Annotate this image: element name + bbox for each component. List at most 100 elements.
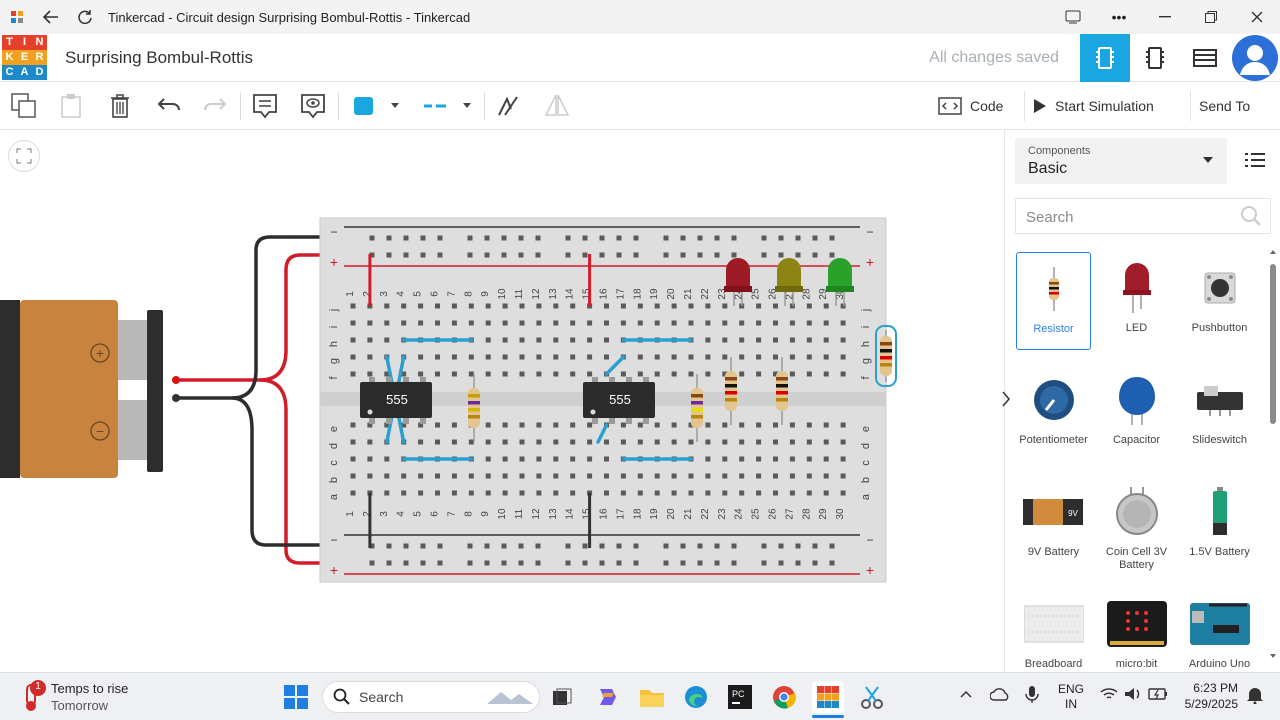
rail-hole xyxy=(420,560,426,566)
minimize-button[interactable] xyxy=(1142,0,1188,34)
back-arrow-icon[interactable] xyxy=(34,0,68,34)
undo-icon[interactable] xyxy=(153,90,185,122)
copy-icon[interactable] xyxy=(8,90,40,122)
component-list-view-button[interactable] xyxy=(1180,34,1230,82)
breadboard-hole xyxy=(620,490,626,496)
column-number: 17 xyxy=(615,288,626,300)
start-simulation-button[interactable]: Start Simulation xyxy=(1024,91,1162,121)
wifi-icon[interactable] xyxy=(1100,687,1118,704)
rail-hole xyxy=(812,235,818,241)
component-microbit[interactable]: micro:bit xyxy=(1099,588,1174,672)
weather-widget[interactable]: 1 xyxy=(18,679,48,718)
project-name[interactable]: Surprising Bombul-Rottis xyxy=(65,47,254,67)
component-pushbutton[interactable]: Pushbutton xyxy=(1182,252,1257,350)
onedrive-icon[interactable] xyxy=(989,687,1010,704)
restore-button[interactable] xyxy=(1188,0,1234,34)
cast-icon[interactable] xyxy=(1050,0,1096,34)
more-options-icon[interactable]: ••• xyxy=(1111,9,1127,25)
component-coin-cell[interactable]: Coin Cell 3V Battery xyxy=(1099,476,1174,574)
component-category-dropdown[interactable]: Components Basic xyxy=(1015,138,1227,184)
note-icon[interactable] xyxy=(249,90,281,122)
system-clock[interactable]: 6:23 PM 5/29/2025 xyxy=(1180,680,1238,712)
input-language-indicator[interactable]: ENG IN xyxy=(1058,682,1084,712)
component-capacitor[interactable]: Capacitor xyxy=(1099,364,1174,462)
microphone-icon[interactable] xyxy=(1025,685,1039,706)
code-icon xyxy=(938,97,962,115)
taskbar-search[interactable]: Search xyxy=(322,681,540,713)
redo-icon[interactable] xyxy=(199,90,231,122)
tinkercad-taskbar-icon[interactable] xyxy=(812,681,844,713)
column-number: 19 xyxy=(649,288,660,300)
breadboard-hole xyxy=(756,320,762,326)
breadboard-hole xyxy=(384,371,390,377)
notes-visibility-icon[interactable] xyxy=(297,90,329,122)
component-potentiometer[interactable]: Potentiometer xyxy=(1016,364,1091,462)
row-letter: b xyxy=(328,477,340,483)
task-view-icon[interactable] xyxy=(546,681,578,713)
list-view-icon[interactable] xyxy=(1245,152,1265,173)
fit-view-button[interactable] xyxy=(8,140,40,172)
component-arduino[interactable]: Arduino Uno xyxy=(1182,588,1257,672)
wire-color-picker[interactable] xyxy=(350,90,408,122)
power-wires[interactable] xyxy=(178,235,352,565)
component-search-input[interactable]: Search xyxy=(1015,198,1271,234)
battery-minus-marker xyxy=(90,421,110,441)
rail-hole xyxy=(420,543,426,549)
component-9v-battery[interactable]: 9V 9V Battery xyxy=(1016,476,1091,574)
breadboard-hole xyxy=(468,354,474,360)
panel-scrollbar[interactable] xyxy=(1267,248,1279,662)
circuit-scene[interactable]: + − −+−+−+−+1122334455667788991010111112… xyxy=(0,130,1004,672)
circuit-view-button[interactable] xyxy=(1080,33,1130,82)
component-aa-battery[interactable]: 1.5V Battery xyxy=(1182,476,1257,574)
breadboard-hole xyxy=(705,439,711,445)
battery-9v[interactable]: + − xyxy=(0,300,180,478)
component-slideswitch[interactable]: Slideswitch xyxy=(1182,364,1257,462)
windows-start-icon[interactable] xyxy=(280,681,312,713)
edge-browser-icon[interactable] xyxy=(680,681,712,713)
component-resistor[interactable]: Resistor xyxy=(1016,252,1091,350)
file-explorer-icon[interactable] xyxy=(636,681,668,713)
collapse-panel-chevron-icon[interactable] xyxy=(999,388,1013,410)
component-led[interactable]: LED xyxy=(1099,252,1174,350)
breadboard-hole xyxy=(671,439,677,445)
pycharm-icon[interactable]: PC xyxy=(724,681,756,713)
send-to-button[interactable]: Send To xyxy=(1190,91,1258,121)
column-number: 17 xyxy=(615,508,626,520)
refresh-icon[interactable] xyxy=(68,0,102,34)
thermometer-icon xyxy=(26,680,46,711)
paste-icon[interactable] xyxy=(55,90,87,122)
breadboard-hole xyxy=(485,490,491,496)
user-avatar[interactable] xyxy=(1232,34,1278,81)
rail-hole xyxy=(761,252,767,258)
column-number: 20 xyxy=(666,508,677,520)
chrome-icon[interactable] xyxy=(768,681,800,713)
delete-icon[interactable] xyxy=(104,90,136,122)
rail-hole xyxy=(633,543,639,549)
rail-hole xyxy=(697,252,703,258)
show-hidden-icons-chevron-icon[interactable] xyxy=(960,687,972,701)
breadboard-hole xyxy=(654,354,660,360)
battery-status-icon[interactable] xyxy=(1148,687,1168,704)
wire-type-picker[interactable] xyxy=(420,90,478,122)
component-breadboard[interactable]: Breadboard xyxy=(1016,588,1091,672)
breadboard-hole xyxy=(840,354,846,360)
breadboard-hole xyxy=(350,337,356,343)
breadboard-hole xyxy=(536,473,542,479)
snipping-tool-icon[interactable] xyxy=(856,681,888,713)
schematic-view-button[interactable] xyxy=(1130,34,1180,82)
breadboard-hole xyxy=(451,490,457,496)
rotate-icon[interactable] xyxy=(492,90,524,122)
close-button[interactable] xyxy=(1234,0,1280,34)
copilot-icon[interactable] xyxy=(592,681,624,713)
flip-icon[interactable] xyxy=(541,90,573,122)
code-button[interactable]: Code xyxy=(930,91,1011,121)
breadboard-hole xyxy=(840,371,846,377)
breadboard-hole xyxy=(350,490,356,496)
language-region: IN xyxy=(1065,697,1077,711)
breadboard-hole xyxy=(468,303,474,309)
volume-icon[interactable] xyxy=(1124,687,1142,704)
notifications-icon[interactable] xyxy=(1246,686,1264,707)
breadboard[interactable]: −+−+−+−+11223344556677889910101111121213… xyxy=(319,217,897,583)
